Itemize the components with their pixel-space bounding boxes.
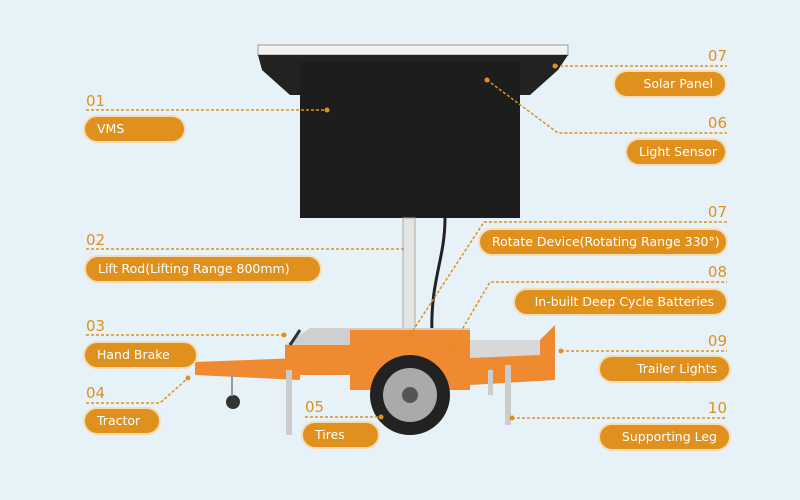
- callout-number: 04: [86, 384, 106, 402]
- callout-label-light-sensor: Light Sensor: [627, 140, 725, 164]
- callout-number: 09: [707, 332, 727, 350]
- leader-dots: [185, 63, 564, 421]
- trailer: [195, 325, 555, 435]
- callout-number: 07: [707, 203, 727, 221]
- callout-label-tractor: Tractor: [85, 409, 159, 433]
- callout-label-batteries: In-built Deep Cycle Batteries: [515, 290, 726, 314]
- callout-number: 08: [707, 263, 727, 281]
- lift-rod: [402, 217, 416, 331]
- callout-number: 05: [305, 398, 325, 416]
- callout-number: 07: [707, 47, 727, 65]
- callout-number: 06: [707, 114, 727, 132]
- callout-label-trailer-lights: Trailer Lights: [600, 357, 729, 381]
- callout-number: 03: [86, 317, 106, 335]
- callout-number: 10: [707, 399, 727, 417]
- callout-label-hand-brake: Hand Brake: [85, 343, 196, 367]
- callout-number: 02: [86, 231, 106, 249]
- vms-screen: [300, 62, 520, 218]
- callout-label-rotate-device: Rotate Device(Rotating Range 330°): [480, 230, 726, 254]
- callout-label-tires: Tires: [303, 423, 378, 447]
- callout-number: 01: [86, 92, 106, 110]
- callout-label-solar-panel: Solar Panel: [615, 72, 725, 96]
- callout-label-vms: VMS: [85, 117, 184, 141]
- callout-label-lift-rod: Lift Rod(Lifting Range 800mm): [86, 257, 320, 281]
- callout-label-supporting-leg: Supporting Leg: [600, 425, 729, 449]
- leader-lines: [86, 65, 727, 419]
